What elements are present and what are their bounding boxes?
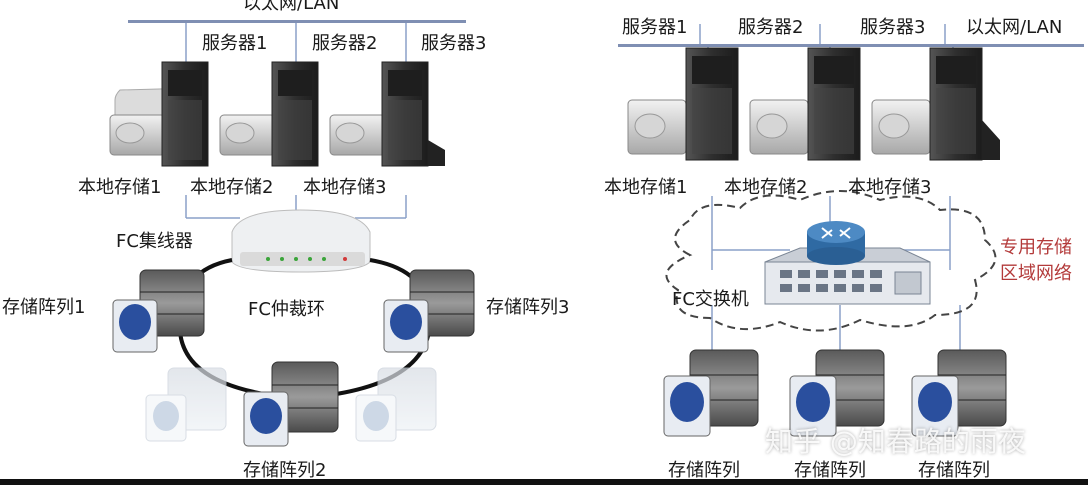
left-array-3 xyxy=(383,269,475,353)
left-ring-label: FC仲裁环 xyxy=(248,299,325,320)
right-server-3 xyxy=(871,47,1000,161)
left-server-label-3: 服务器3 xyxy=(421,33,487,54)
right-array-2 xyxy=(789,349,885,437)
left-lan-label: 以太网/LAN xyxy=(243,0,340,14)
right-array-label-2: 存储阵列 xyxy=(794,460,866,481)
left-array-1 xyxy=(112,269,205,353)
left-server-3 xyxy=(329,61,445,167)
left-lan-links xyxy=(185,23,407,219)
left-faded-array-a xyxy=(145,367,227,442)
right-array-3 xyxy=(911,349,1007,437)
left-server-label-2: 服务器2 xyxy=(312,33,378,54)
left-array-2 xyxy=(243,361,339,447)
right-server-label-3: 服务器3 xyxy=(860,17,926,38)
right-san-cloud xyxy=(665,190,997,332)
right-lan-label: 以太网/LAN xyxy=(966,17,1063,38)
right-server-label-1: 服务器1 xyxy=(622,17,688,38)
right-local-storage-label-1: 本地存储1 xyxy=(604,177,688,198)
right-array-label-3: 存储阵列 xyxy=(918,460,990,481)
right-lan-links xyxy=(699,24,961,352)
left-faded-array-b xyxy=(355,367,437,442)
bottom-border xyxy=(0,479,1088,485)
left-array-label-2: 存储阵列2 xyxy=(243,460,327,481)
right-san-label-line1: 专用存储 xyxy=(1000,237,1072,258)
right-server-label-2: 服务器2 xyxy=(738,17,804,38)
right-san-label-line2: 区域网络 xyxy=(1000,263,1072,284)
right-local-storage-label-3: 本地存储3 xyxy=(848,177,932,198)
right-array-label-1: 存储阵列 xyxy=(668,460,740,481)
left-local-storage-label-1: 本地存储1 xyxy=(78,177,162,198)
left-array-label-3: 存储阵列3 xyxy=(486,297,570,318)
right-server-2 xyxy=(749,47,861,161)
left-server-label-1: 服务器1 xyxy=(202,33,268,54)
right-fc-switch xyxy=(764,247,931,305)
right-switch-label: FC交换机 xyxy=(672,289,749,310)
right-lan-bar xyxy=(618,44,1084,47)
left-fc-hub xyxy=(231,209,371,273)
left-local-storage-label-2: 本地存储2 xyxy=(190,177,274,198)
left-server-1 xyxy=(109,61,209,167)
right-array-1 xyxy=(663,349,759,437)
right-server-1 xyxy=(627,47,739,161)
left-array-label-1: 存储阵列1 xyxy=(2,297,86,318)
right-local-storage-label-2: 本地存储2 xyxy=(724,177,808,198)
left-diagram xyxy=(109,20,475,447)
left-hub-label: FC集线器 xyxy=(116,231,193,252)
left-lan-bar xyxy=(128,20,466,23)
watermark: 知乎 @知春路的雨夜 xyxy=(765,425,1026,458)
left-local-storage-label-3: 本地存储3 xyxy=(303,177,387,198)
left-server-2 xyxy=(219,61,319,167)
right-diagram xyxy=(618,24,1084,437)
right-router-icon xyxy=(807,221,865,265)
